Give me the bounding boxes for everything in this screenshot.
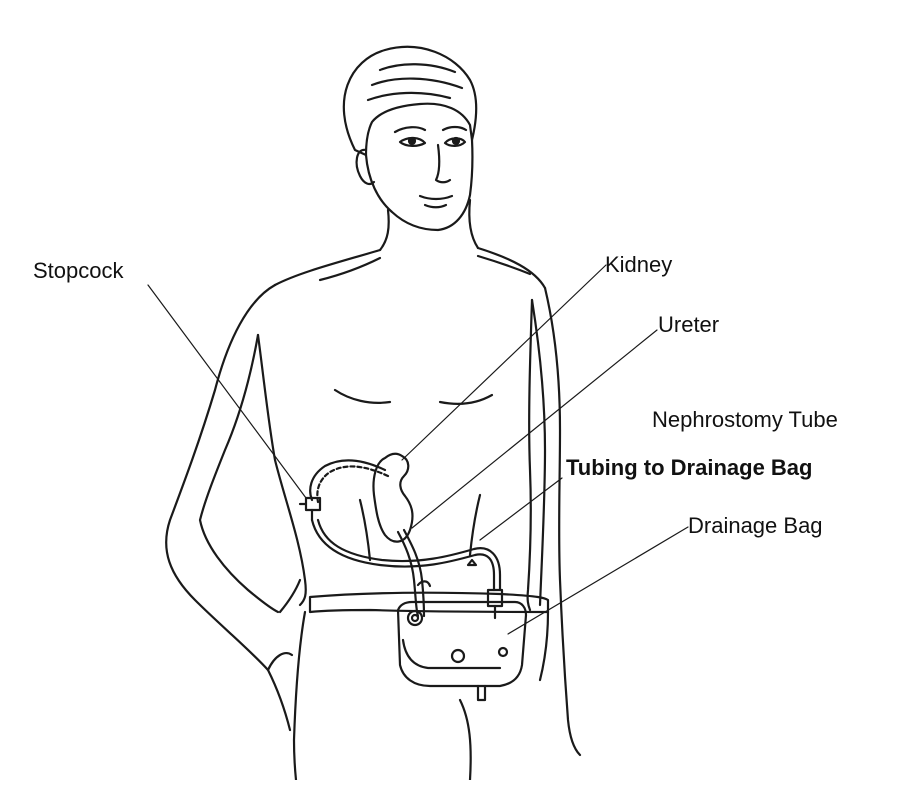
ab-line: [358, 498, 372, 562]
left-eye: [398, 136, 427, 147]
leader-ureter: [411, 329, 658, 529]
leader-stopcock: [147, 284, 307, 499]
leader-kidney: [401, 264, 607, 461]
mouth: [418, 194, 454, 201]
left-arm: [165, 283, 302, 732]
right-eye: [443, 137, 467, 147]
ear: [355, 148, 376, 186]
head: [342, 45, 478, 232]
ab-line-2: [468, 493, 482, 557]
torso: [256, 298, 534, 612]
tubing-to-drainage-bag: [310, 518, 504, 620]
leader-bag: [507, 526, 689, 635]
leader-lines: [147, 264, 689, 635]
drainage-bag: [396, 600, 528, 702]
label-nephrostomy-tube: Nephrostomy Tube: [652, 407, 838, 432]
torso-right-side: [526, 298, 534, 612]
left-clavicle: [318, 256, 382, 282]
pec-right: [438, 393, 494, 405]
nose: [434, 143, 452, 184]
label-drainage-bag: Drainage Bag: [688, 513, 823, 538]
right-eyebrow: [441, 125, 468, 132]
bag-port-left: [406, 609, 424, 627]
nephrostomy-tube: [309, 459, 390, 504]
face-outline: [364, 138, 474, 232]
label-tubing-to-drainage-bag: Tubing to Drainage Bag: [566, 455, 813, 480]
hair: [342, 45, 478, 157]
tube-tip: [466, 558, 478, 567]
bag-drain-valve: [476, 684, 487, 702]
pec-left: [333, 388, 392, 404]
right-arm: [530, 286, 582, 757]
left-eyebrow: [393, 126, 427, 134]
stopcock-device: [298, 496, 322, 522]
label-stopcock: Stopcock: [33, 258, 124, 283]
ureter: [396, 528, 426, 618]
bag-port-right: [497, 646, 509, 658]
leader-tubing: [479, 477, 563, 541]
navel: [416, 580, 432, 588]
bag-port-bottom: [450, 648, 466, 664]
neck-shoulders: [273, 198, 547, 290]
label-ureter: Ureter: [658, 312, 720, 337]
label-kidney: Kidney: [605, 252, 673, 277]
torso-left-side: [256, 333, 307, 607]
kidney: [372, 452, 414, 543]
pants: [292, 610, 550, 782]
right-clavicle: [476, 254, 532, 276]
